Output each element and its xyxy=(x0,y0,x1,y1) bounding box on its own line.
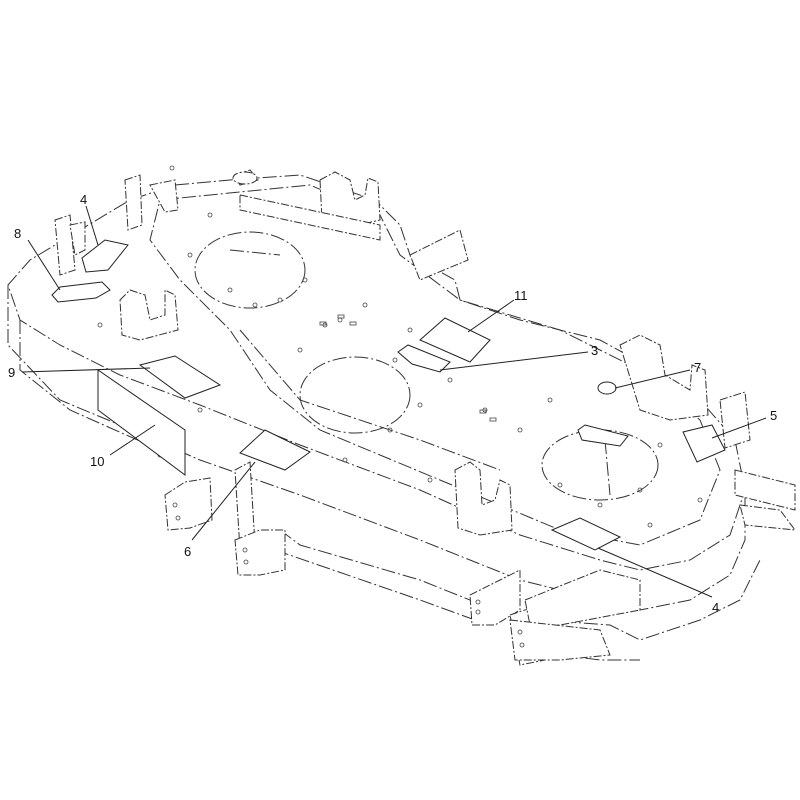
decal-4-right xyxy=(550,517,622,551)
spindle-cap xyxy=(232,171,258,185)
callout-3: 3 xyxy=(591,343,598,358)
leader-6 xyxy=(191,461,256,541)
callout-8: 8 xyxy=(14,226,21,241)
leader-4-top xyxy=(85,205,99,246)
bolt-holes xyxy=(97,165,703,648)
callouts: 4 8 11 3 7 5 9 10 6 4 xyxy=(8,192,777,615)
leader-7 xyxy=(614,369,691,389)
callout-11: 11 xyxy=(514,288,528,303)
decal-6 xyxy=(239,429,311,471)
callout-9: 9 xyxy=(8,365,15,380)
callout-6: 6 xyxy=(184,544,191,559)
center-blade-opening xyxy=(299,356,411,434)
leader-lines xyxy=(21,205,767,598)
leader-10 xyxy=(109,424,156,456)
left-blade-opening xyxy=(194,231,306,309)
leader-5 xyxy=(711,417,767,439)
decal-4-left xyxy=(81,239,129,273)
decal-3-right xyxy=(577,424,629,447)
decal-9 xyxy=(138,355,222,399)
callout-7: 7 xyxy=(694,360,701,375)
blade-openings xyxy=(194,231,659,501)
decal-10 xyxy=(97,369,186,476)
callout-5: 5 xyxy=(770,408,777,423)
leader-8 xyxy=(27,239,61,291)
decal-5 xyxy=(682,424,726,463)
leader-3 xyxy=(439,351,589,371)
callout-4-bottom: 4 xyxy=(712,600,719,615)
leader-4-bottom xyxy=(597,547,713,598)
decals xyxy=(51,239,726,551)
callout-4-top: 4 xyxy=(80,192,87,207)
callout-10: 10 xyxy=(90,454,104,469)
leader-11 xyxy=(467,299,515,333)
decal-7 xyxy=(597,381,617,395)
decal-3 xyxy=(397,344,451,373)
decal-8 xyxy=(51,281,111,303)
leader-9 xyxy=(21,367,151,373)
deck-brackets xyxy=(54,169,797,666)
decal-11 xyxy=(419,317,491,363)
